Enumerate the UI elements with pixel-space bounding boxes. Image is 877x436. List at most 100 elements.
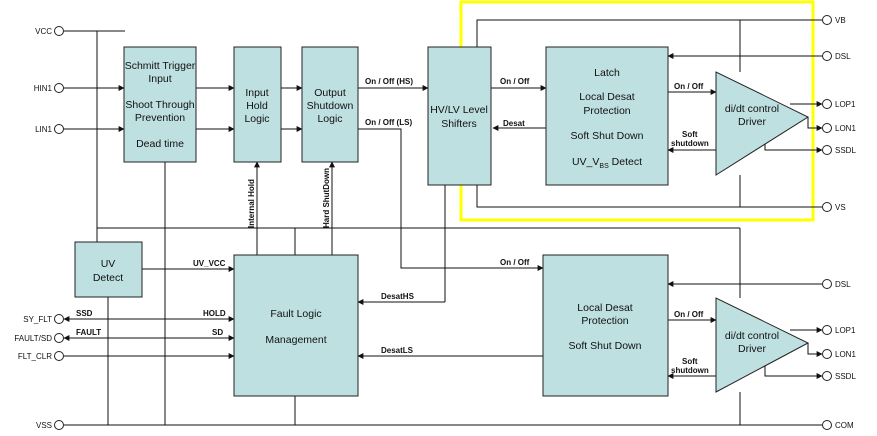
pin-label-dsl-high: DSL <box>835 52 851 61</box>
uv-vbs-end: Detect <box>609 156 642 168</box>
pin-label-vs: VS <box>835 203 846 212</box>
signal-desat: Desat <box>503 119 525 128</box>
driver-high-line1: di/dt control <box>725 103 779 115</box>
signal-uv-vcc: UV_VCC <box>193 259 226 268</box>
input-hold-line2: Hold <box>246 100 268 112</box>
pin-lin1 <box>54 124 64 134</box>
output-shutdown-line3: Logic <box>317 113 342 125</box>
schmitt-trigger-block <box>123 46 197 163</box>
pin-dsl-high <box>822 51 832 61</box>
pin-label-ssdl-low: SSDL <box>835 372 856 381</box>
signal-on-off-hs: On / Off (HS) <box>365 77 413 86</box>
pin-label-lop1-low: LOP1 <box>835 326 856 335</box>
uv-detect-line1: UV <box>101 258 116 270</box>
signal-soft-high-2: shutdown <box>671 139 709 148</box>
pin-label-lon1-low: LON1 <box>835 350 856 359</box>
signal-on-off-driver-high: On / Off <box>674 82 704 91</box>
pin-label-hin1: HIN1 <box>34 84 53 93</box>
low-side-protection-block <box>542 254 669 397</box>
output-shutdown-line2: Shutdown <box>307 100 354 112</box>
pin-sy-flt <box>54 314 64 324</box>
signal-desat-hs: DesatHS <box>381 292 415 301</box>
fault-logic-line1: Fault Logic <box>270 308 321 320</box>
signal-sd: SD <box>212 328 223 337</box>
schmitt-line2: Input <box>148 73 171 85</box>
fault-logic-block <box>233 254 359 397</box>
pin-com <box>822 420 832 430</box>
schmitt-line4: Prevention <box>135 112 185 124</box>
schmitt-line1: Schmitt Trigger <box>125 60 196 72</box>
signal-ssd: SSD <box>76 309 93 318</box>
pin-ssdl-high <box>822 145 832 155</box>
uv-detect-line2: Detect <box>93 272 123 284</box>
low-side-line1: Local Desat <box>577 302 633 314</box>
low-side-line2: Protection <box>581 315 628 327</box>
high-side-line2: Local Desat <box>579 91 635 103</box>
pin-vb <box>822 15 832 25</box>
vs-rail <box>476 185 822 208</box>
input-hold-line1: Input <box>245 87 268 99</box>
driver-low-line1: di/dt control <box>725 330 779 342</box>
pin-dsl-low <box>822 279 832 289</box>
vb-rail <box>476 19 822 47</box>
ssdl-low-wire <box>764 366 823 379</box>
level-shifters-block <box>427 46 492 186</box>
pin-flt-clr <box>54 351 64 361</box>
uv-vbs-main: UV_V <box>572 156 599 168</box>
schmitt-line5: Dead time <box>136 138 184 150</box>
high-side-line5: UV_VBS Detect <box>572 156 642 170</box>
pin-label-lin1: LIN1 <box>35 125 52 134</box>
pin-label-dsl-low: DSL <box>835 280 851 289</box>
high-side-line1: Latch <box>594 67 620 79</box>
output-shutdown-line1: Output <box>314 87 346 99</box>
fault-logic-line2: Management <box>265 334 326 346</box>
low-side-driver-block <box>715 297 810 393</box>
pin-label-lon1-high: LON1 <box>835 124 856 133</box>
pin-lon1-high <box>822 123 832 133</box>
shifters-line2: Shifters <box>441 118 477 130</box>
pin-label-ssdl-high: SSDL <box>835 146 856 155</box>
pin-label-vcc: VCC <box>35 27 52 36</box>
pin-label-com: COM <box>835 421 854 430</box>
uv-vbs-sub: BS <box>599 163 609 170</box>
high-side-line4: Soft Shut Down <box>571 130 644 142</box>
pin-label-lop1-high: LOP1 <box>835 100 856 109</box>
pin-ssdl-low <box>822 371 832 381</box>
input-hold-block <box>233 46 282 163</box>
pin-lon1-low <box>822 349 832 359</box>
high-side-protection-block <box>545 46 669 186</box>
signal-desat-ls: DesatLS <box>381 346 414 355</box>
signal-on-off-shifter: On / Off <box>500 77 530 86</box>
pin-label-flt-clr: FLT_CLR <box>18 352 52 361</box>
pin-label-fault-sd: FAULT/SD <box>14 334 52 343</box>
pin-label-vss: VSS <box>36 421 52 430</box>
signal-fault: FAULT <box>76 328 101 337</box>
pin-vss <box>54 420 64 430</box>
pin-lop1-high <box>822 99 832 109</box>
signal-soft-low-1: Soft <box>682 357 698 366</box>
schmitt-line3: Shoot Through <box>125 99 194 111</box>
pin-lop1-low <box>822 325 832 335</box>
shifters-line1: HV/LV Level <box>430 104 488 116</box>
signal-soft-high-1: Soft <box>682 130 698 139</box>
input-hold-line3: Logic <box>244 113 269 125</box>
signal-on-off-low: On / Off <box>500 258 530 267</box>
driver-low-line2: Driver <box>738 343 767 355</box>
on-off-ls-wire <box>358 128 544 271</box>
pin-fault-sd <box>54 333 64 343</box>
lon1-low-wire <box>807 343 823 357</box>
signal-on-off-driver-low: On / Off <box>674 310 704 319</box>
signal-hold: HOLD <box>203 309 226 318</box>
lon1-high-wire <box>807 117 823 131</box>
pin-label-sy-flt: SY_FLT <box>23 315 52 324</box>
signal-hard-shutdown: Hard ShutDown <box>322 168 331 228</box>
signal-internal-hold: Internal Hold <box>247 179 256 228</box>
signal-on-off-ls: On / Off (LS) <box>365 118 412 127</box>
pin-vcc <box>54 26 64 36</box>
output-shutdown-block <box>301 46 359 163</box>
pin-vs <box>822 202 832 212</box>
pin-hin1 <box>54 83 64 93</box>
pin-label-vb: VB <box>835 16 846 25</box>
